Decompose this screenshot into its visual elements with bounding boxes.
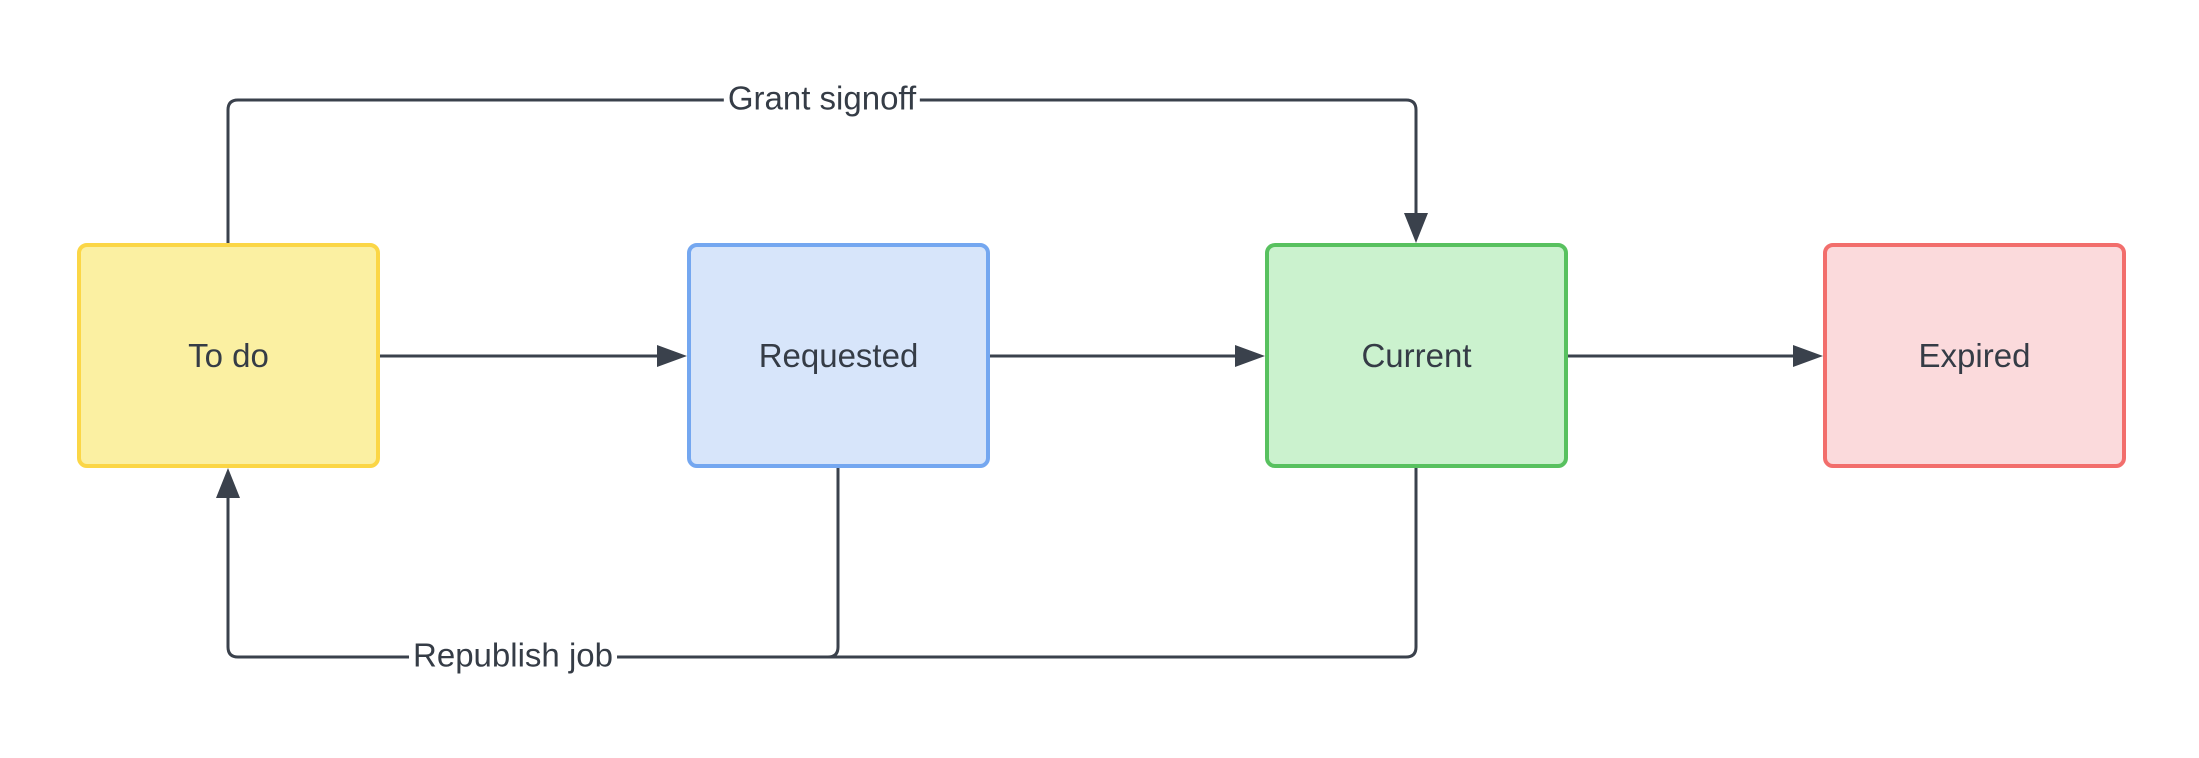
edge-requested-to-current [988,345,1265,367]
edge-label-grant-signoff: Grant signoff [723,77,921,119]
edge-requested-to-republish-line [810,468,840,659]
edge-current-to-expired [1567,345,1823,367]
node-current-label: Current [1361,336,1472,374]
node-expired: Expired [1823,243,2126,468]
edge-label-republish-job: Republish job [409,634,617,676]
node-current: Current [1265,243,1568,468]
edge-republish-job [216,468,1418,659]
arrowhead-right-icon [657,345,687,367]
node-requested-label: Requested [758,336,919,374]
arrowhead-right-icon [1793,345,1823,367]
edge-grant-signoff [226,98,1428,243]
edge-todo-to-requested [380,345,687,367]
arrowhead-down-icon [1404,213,1428,243]
arrowhead-right-icon [1235,345,1265,367]
node-to-do: To do [77,243,380,468]
node-expired-label: Expired [1918,336,2031,374]
node-requested: Requested [687,243,990,468]
node-to-do-label: To do [188,336,269,374]
arrowhead-up-icon [216,468,240,498]
